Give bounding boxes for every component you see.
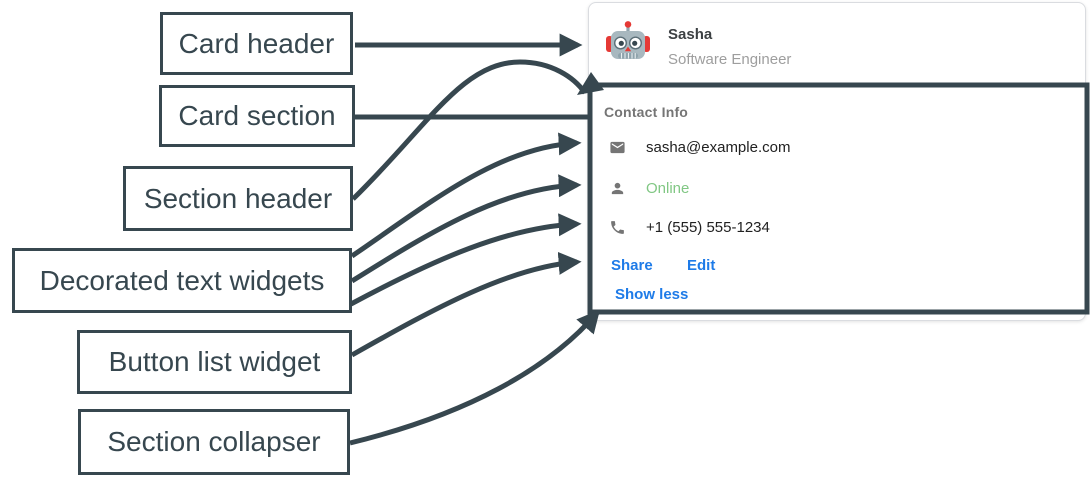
email-text: sasha@example.com [646, 138, 791, 156]
person-icon [611, 182, 624, 194]
show-less-button[interactable]: Show less [615, 286, 689, 303]
arrow-section-header [351, 59, 588, 201]
label-card-header-text: Card header [178, 27, 335, 59]
section-header-title: Contact Info [604, 104, 689, 120]
mail-icon [610, 141, 625, 153]
edit-button[interactable]: Edit [687, 257, 716, 274]
phone-icon [611, 220, 624, 234]
label-decorated-text-widgets-text: Decorated text widgets [39, 264, 325, 296]
label-card-section: Card section [159, 85, 355, 147]
arrow-button-list [350, 251, 582, 358]
phone-row: +1 (555) 555-1234 [609, 218, 770, 236]
status-row: Online [609, 179, 689, 197]
phone-text: +1 (555) 555-1234 [646, 218, 770, 236]
arrow-status-row [350, 174, 582, 284]
label-button-list-widget-text: Button list widget [108, 346, 321, 377]
person-name: Sasha [668, 26, 713, 43]
label-decorated-text-widgets: Decorated text widgets [12, 248, 352, 313]
share-button[interactable]: Share [611, 257, 653, 274]
button-list: Share Edit [589, 257, 1085, 275]
label-card-header: Card header [160, 12, 353, 75]
arrow-section-collapser [349, 309, 601, 446]
label-button-list-widget: Button list widget [77, 330, 352, 394]
robot-avatar-icon [606, 21, 650, 59]
arrow-email-row [350, 132, 582, 259]
person-subtitle: Software Engineer [668, 51, 792, 68]
status-text: Online [646, 179, 690, 197]
contact-card: Sasha Software Engineer Contact Info sas… [588, 2, 1086, 321]
arrow-phone-row [349, 213, 582, 307]
label-section-header: Section header [123, 166, 353, 231]
label-card-section-text: Card section [178, 100, 336, 131]
label-section-collapser: Section collapser [78, 409, 350, 475]
label-section-header-text: Section header [143, 182, 333, 214]
label-section-collapser-text: Section collapser [107, 426, 321, 457]
email-row: sasha@example.com [609, 138, 790, 156]
